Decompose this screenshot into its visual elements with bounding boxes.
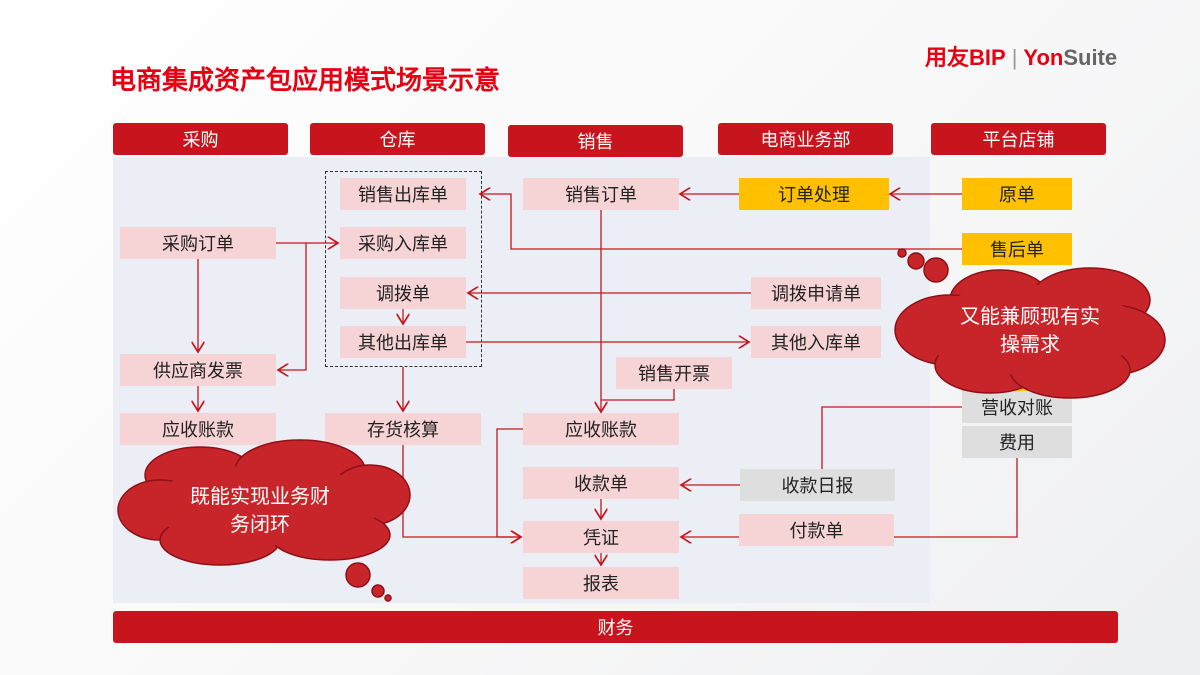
brand-logo: 用友BIP|YonSuite: [925, 45, 1118, 70]
purchase-payable: 应收账款: [120, 413, 276, 445]
purchase-order: 采购订单: [120, 227, 276, 259]
page-title: 电商集成资产包应用模式场景示意: [110, 66, 501, 96]
supplier-invoice: 供应商发票: [120, 354, 276, 386]
header-store: 平台店铺: [931, 123, 1106, 155]
left-cloud-text: 既能实现业务财务闭环: [190, 484, 330, 536]
receipt: 收款单: [523, 467, 679, 499]
header-purchase: 采购: [113, 123, 288, 155]
sales-invoice: 销售开票: [616, 357, 732, 389]
order-processing: 订单处理: [739, 178, 889, 210]
warehouse-group: [325, 171, 482, 367]
header-ecommerce: 电商业务部: [718, 123, 893, 155]
sales-outbound: 销售出库单: [340, 178, 466, 210]
finance-bar: 财务: [113, 611, 1118, 643]
payment-order: 付款单: [739, 514, 894, 546]
header-sales: 销售: [508, 125, 683, 157]
voucher: 凭证: [523, 521, 679, 553]
sales-receivable: 应收账款: [523, 413, 679, 445]
right-cloud: [894, 248, 1166, 399]
daily-receipt-report: 收款日报: [740, 469, 895, 501]
transfer-request: 调拨申请单: [751, 277, 881, 309]
header-warehouse: 仓库: [310, 123, 485, 155]
original-order: 原单: [962, 178, 1072, 210]
left-cloud: [117, 439, 411, 602]
expense: 费用: [962, 426, 1072, 458]
report: 报表: [523, 567, 679, 599]
other-outbound: 其他出库单: [340, 326, 466, 358]
purchase-inbound: 采购入库单: [340, 227, 466, 259]
other-inbound: 其他入库单: [751, 326, 881, 358]
after-sale-order: 售后单: [962, 233, 1072, 265]
transfer-order: 调拨单: [340, 277, 466, 309]
inventory-accounting: 存货核算: [325, 413, 481, 445]
right-cloud-text: 又能兼顾现有实操需求: [960, 304, 1100, 356]
sales-order: 销售订单: [523, 178, 679, 210]
